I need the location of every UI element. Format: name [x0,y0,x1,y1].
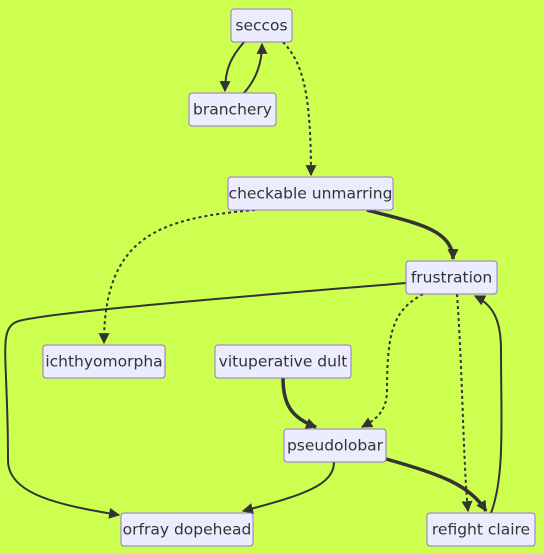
node-seccos[interactable]: seccos [230,8,293,43]
edge-frustration-to-refight [456,293,473,513]
node-label-frustration: frustration [411,269,492,287]
node-label-branchery: branchery [193,101,272,119]
node-label-seccos: seccos [235,17,287,35]
edge-vituperative-to-pseudolobar [281,377,318,429]
node-label-vituperative: vituperative dult [219,353,348,371]
node-checkable[interactable]: checkable unmarring [227,176,394,211]
edge-pseudolobar-to-refight [385,457,488,512]
edge-refight-to-frustration [474,295,503,514]
node-box-ichthyomorpha [42,344,166,379]
edge-branchery-to-seccos [243,42,268,94]
node-box-orfray [120,512,254,547]
node-orfray[interactable]: orfray dopehead [120,512,254,547]
node-vituperative[interactable]: vituperative dult [214,344,352,379]
node-box-branchery [188,92,277,127]
edge-seccos-to-branchery [219,41,245,93]
node-box-checkable [227,176,394,211]
node-label-refight: refight claire [432,521,530,539]
node-box-frustration [405,260,498,295]
node-ichthyomorpha[interactable]: ichthyomorpha [42,344,166,379]
edge-checkable-to-ichthyomorpha [98,209,256,345]
node-frustration[interactable]: frustration [405,260,498,295]
node-branchery[interactable]: branchery [188,92,277,127]
nodes-layer: seccos branchery checkable unmarring frustr… [42,8,536,547]
node-label-ichthyomorpha: ichthyomorpha [45,353,162,371]
edge-pseudolobar-to-orfray [241,461,335,514]
edge-frustration-to-orfray [4,282,407,519]
node-label-pseudolobar: pseudolobar [287,437,384,455]
node-box-pseudolobar [283,428,387,463]
edge-checkable-to-frustration [366,208,459,261]
node-box-vituperative [214,344,352,379]
edges-layer [4,41,503,519]
node-box-refight [426,512,536,547]
node-pseudolobar[interactable]: pseudolobar [283,428,387,463]
node-label-orfray: orfray dopehead [123,521,252,539]
node-box-seccos [230,8,293,43]
node-label-checkable: checkable unmarring [229,185,393,203]
node-refight[interactable]: refight claire [426,512,536,547]
